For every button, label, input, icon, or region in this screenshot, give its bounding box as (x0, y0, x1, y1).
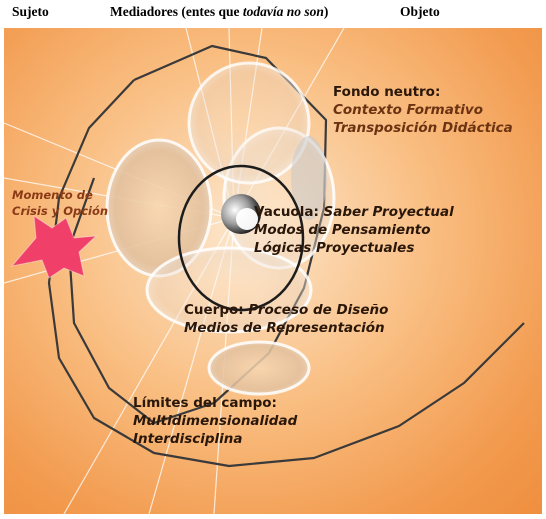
header-mediadores-pre: Mediadores (entes que (110, 4, 243, 19)
label-fondo-line2: Transposición Didáctica (333, 120, 513, 136)
label-limites: Límites del campo: Multidimensionalidad … (133, 394, 297, 448)
vacuola-outline (177, 164, 305, 312)
header-sujeto: Sujeto (12, 4, 49, 19)
label-limites-line1: Multidimensionalidad (133, 413, 298, 429)
label-limites-line2: Interdisciplina (133, 431, 243, 447)
label-crisis: Momento de Crisis y Opción (12, 187, 108, 219)
label-fondo-neutro: Fondo neutro: Contexto Formativo Transpo… (333, 83, 513, 137)
header-mediadores-italic: todavía no son (242, 4, 324, 19)
header-mediadores-post: ) (323, 4, 329, 19)
nucleus (221, 194, 261, 234)
label-cuerpo-title: Cuerpo: (184, 302, 244, 318)
label-vacuola: Vacuola: Saber Proyectual Modos de Pensa… (254, 203, 454, 257)
label-cuerpo-row1: Cuerpo: Proceso de Diseño (184, 301, 388, 319)
label-crisis-line2: Crisis y Opción (12, 204, 109, 218)
cell-body (105, 61, 336, 396)
outer-spiral-left (47, 79, 525, 468)
diagram-drawing (4, 28, 525, 514)
label-limites-title: Límites del campo: (133, 395, 277, 411)
diagram-panel: Fondo neutro: Contexto Formativo Transpo… (4, 28, 542, 514)
label-cuerpo-line2: Medios de Representación (184, 320, 385, 336)
header-row: Sujeto Mediadores (entes que todavía no … (0, 0, 546, 26)
header-objeto: Objeto (400, 4, 440, 19)
label-vacuola-line2: Modos de Pensamiento (254, 222, 431, 238)
label-crisis-line1: Momento de (12, 188, 93, 202)
label-vacuola-title: Vacuola: (254, 204, 319, 220)
label-vacuola-row1: Vacuola: Saber Proyectual (254, 203, 454, 221)
label-cuerpo-line1: Proceso de Diseño (248, 302, 389, 318)
label-fondo-title: Fondo neutro: (333, 84, 441, 100)
label-vacuola-line1: Saber Proyectual (323, 204, 454, 220)
label-vacuola-line3: Lógicas Proyectuales (254, 240, 415, 256)
header-mediadores: Mediadores (entes que todavía no son) (110, 4, 328, 20)
label-cuerpo: Cuerpo: Proceso de Diseño Medios de Repr… (184, 301, 388, 337)
label-fondo-line1: Contexto Formativo (333, 102, 483, 118)
crisis-star-icon (10, 215, 98, 279)
